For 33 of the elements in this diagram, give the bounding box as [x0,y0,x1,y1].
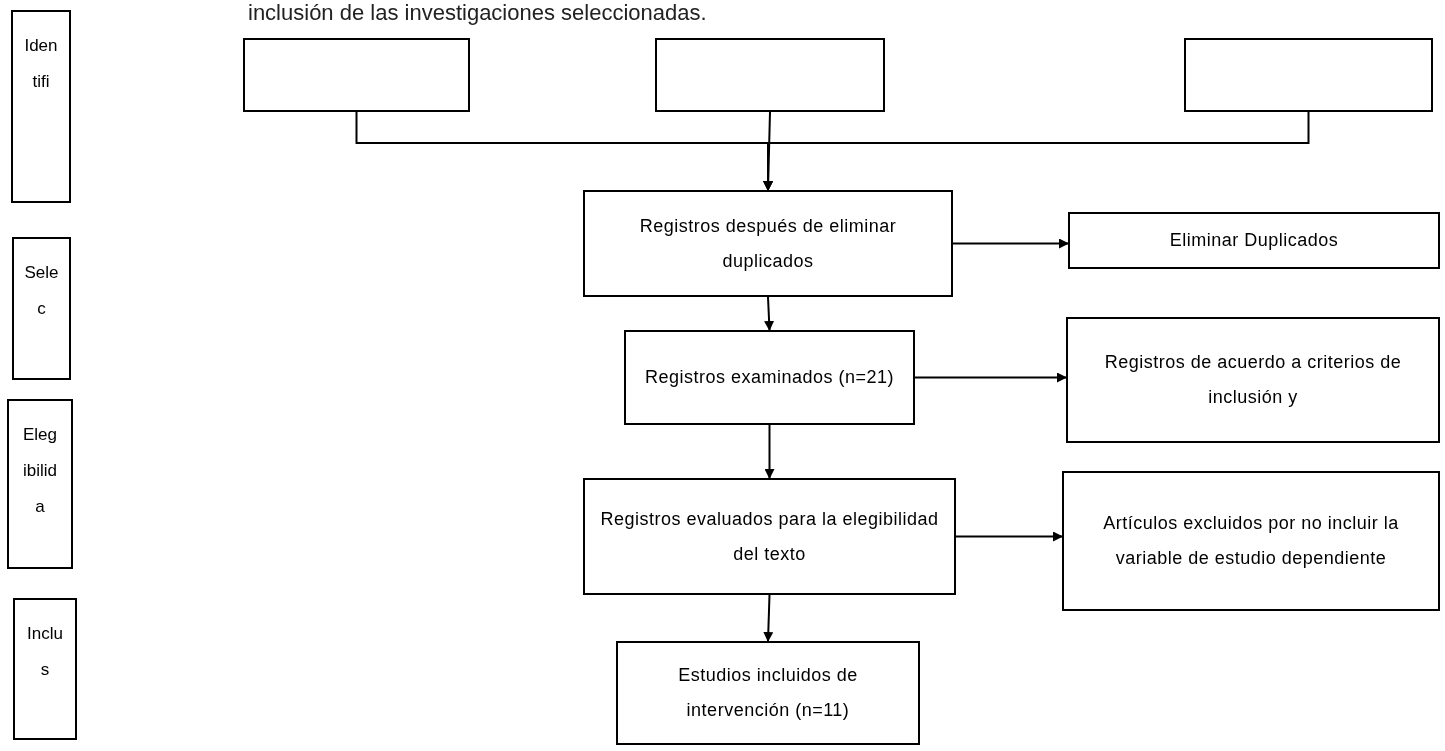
stage-box [12,237,71,380]
box-text: Registros examinados (n=21) [644,366,895,389]
empty-box [1184,38,1433,112]
arrow [764,424,775,479]
stage-box [7,399,73,569]
arrow [764,296,775,331]
box-text: Registros después de eliminar duplicados [638,214,898,273]
box-text: Inclus [26,623,64,681]
stage-box [11,10,71,203]
box-text: Elegibilida [21,424,58,518]
process-box [1062,471,1440,611]
empty-box [243,38,470,112]
box-text: Identifi [23,35,59,93]
box-text: Artículos excluidos por no incluir la variable de estudio dependiente [1102,512,1400,570]
arrow [763,111,1310,191]
arrow [914,372,1067,383]
empty-box [655,38,885,112]
box-text: Eliminar Duplicados [1169,229,1339,252]
arrow [763,594,774,642]
stage-box [13,598,77,740]
box-text: Selec [23,262,60,320]
process-box [616,641,920,745]
process-box [1068,212,1440,269]
title: inclusión de las investigaciones seleccionadas. [248,0,707,27]
box-text: Estudios incluidos de intervención (n=11) [677,664,859,722]
box-text: Registros de acuerdo a criterios de inclusión y [1103,351,1403,409]
process-box [624,330,915,425]
arrow [952,238,1069,249]
process-box [583,478,956,595]
process-box [583,190,953,297]
box-text: Registros evaluados para la elegibilidad del texto [599,507,940,566]
arrow [955,531,1063,542]
process-box [1066,317,1440,443]
